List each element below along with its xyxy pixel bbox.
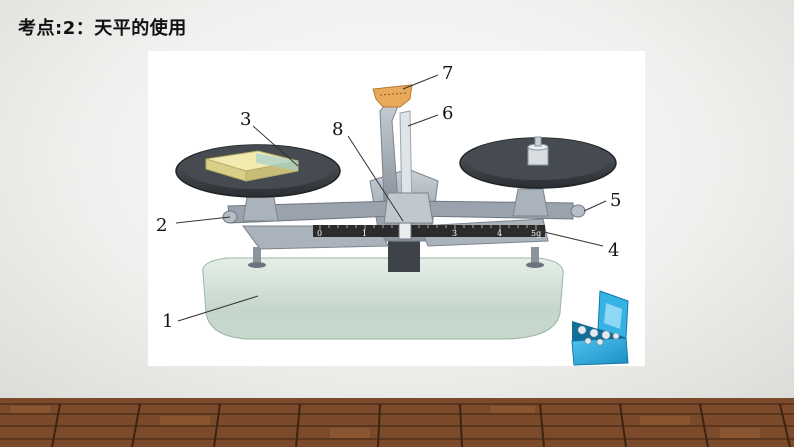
wood-floor-pattern	[0, 398, 794, 447]
ruler-mark-0: 0	[317, 229, 322, 238]
beam-ruler: 0 1 2 3 4 5g	[313, 222, 545, 240]
pan-supports	[242, 188, 549, 222]
balance-base	[202, 257, 564, 340]
weight-on-pan	[527, 136, 549, 166]
part-label-8: 8	[332, 119, 343, 140]
ruler-mark-1: 1	[362, 229, 367, 238]
wood-floor	[0, 398, 794, 447]
pointer-scale-plate	[372, 84, 413, 108]
weight-box	[571, 290, 629, 366]
balance-figure: 0 1 2 3 4 5g	[148, 51, 645, 366]
part-label-5: 5	[610, 190, 621, 211]
leader-lines	[175, 74, 607, 322]
right-pan	[459, 136, 617, 189]
part-label-7: 7	[442, 63, 453, 84]
left-pan	[175, 144, 341, 198]
part-label-6: 6	[442, 103, 453, 124]
part-label-3: 3	[240, 109, 251, 130]
ruler-mark-4: 4	[497, 229, 502, 238]
part-label-1: 1	[162, 311, 173, 332]
leveling-feet	[248, 247, 544, 268]
part-label-4: 4	[608, 240, 619, 261]
part-label-2: 2	[156, 215, 167, 236]
balance-illustration: 0 1 2 3 4 5g	[156, 63, 629, 366]
slide-title: 考点:2：天平的使用	[18, 18, 187, 39]
ruler-mark-3: 3	[452, 229, 457, 238]
rider-slider	[398, 222, 412, 240]
object-block	[205, 150, 299, 182]
ruler-mark-5g: 5g	[531, 229, 541, 238]
